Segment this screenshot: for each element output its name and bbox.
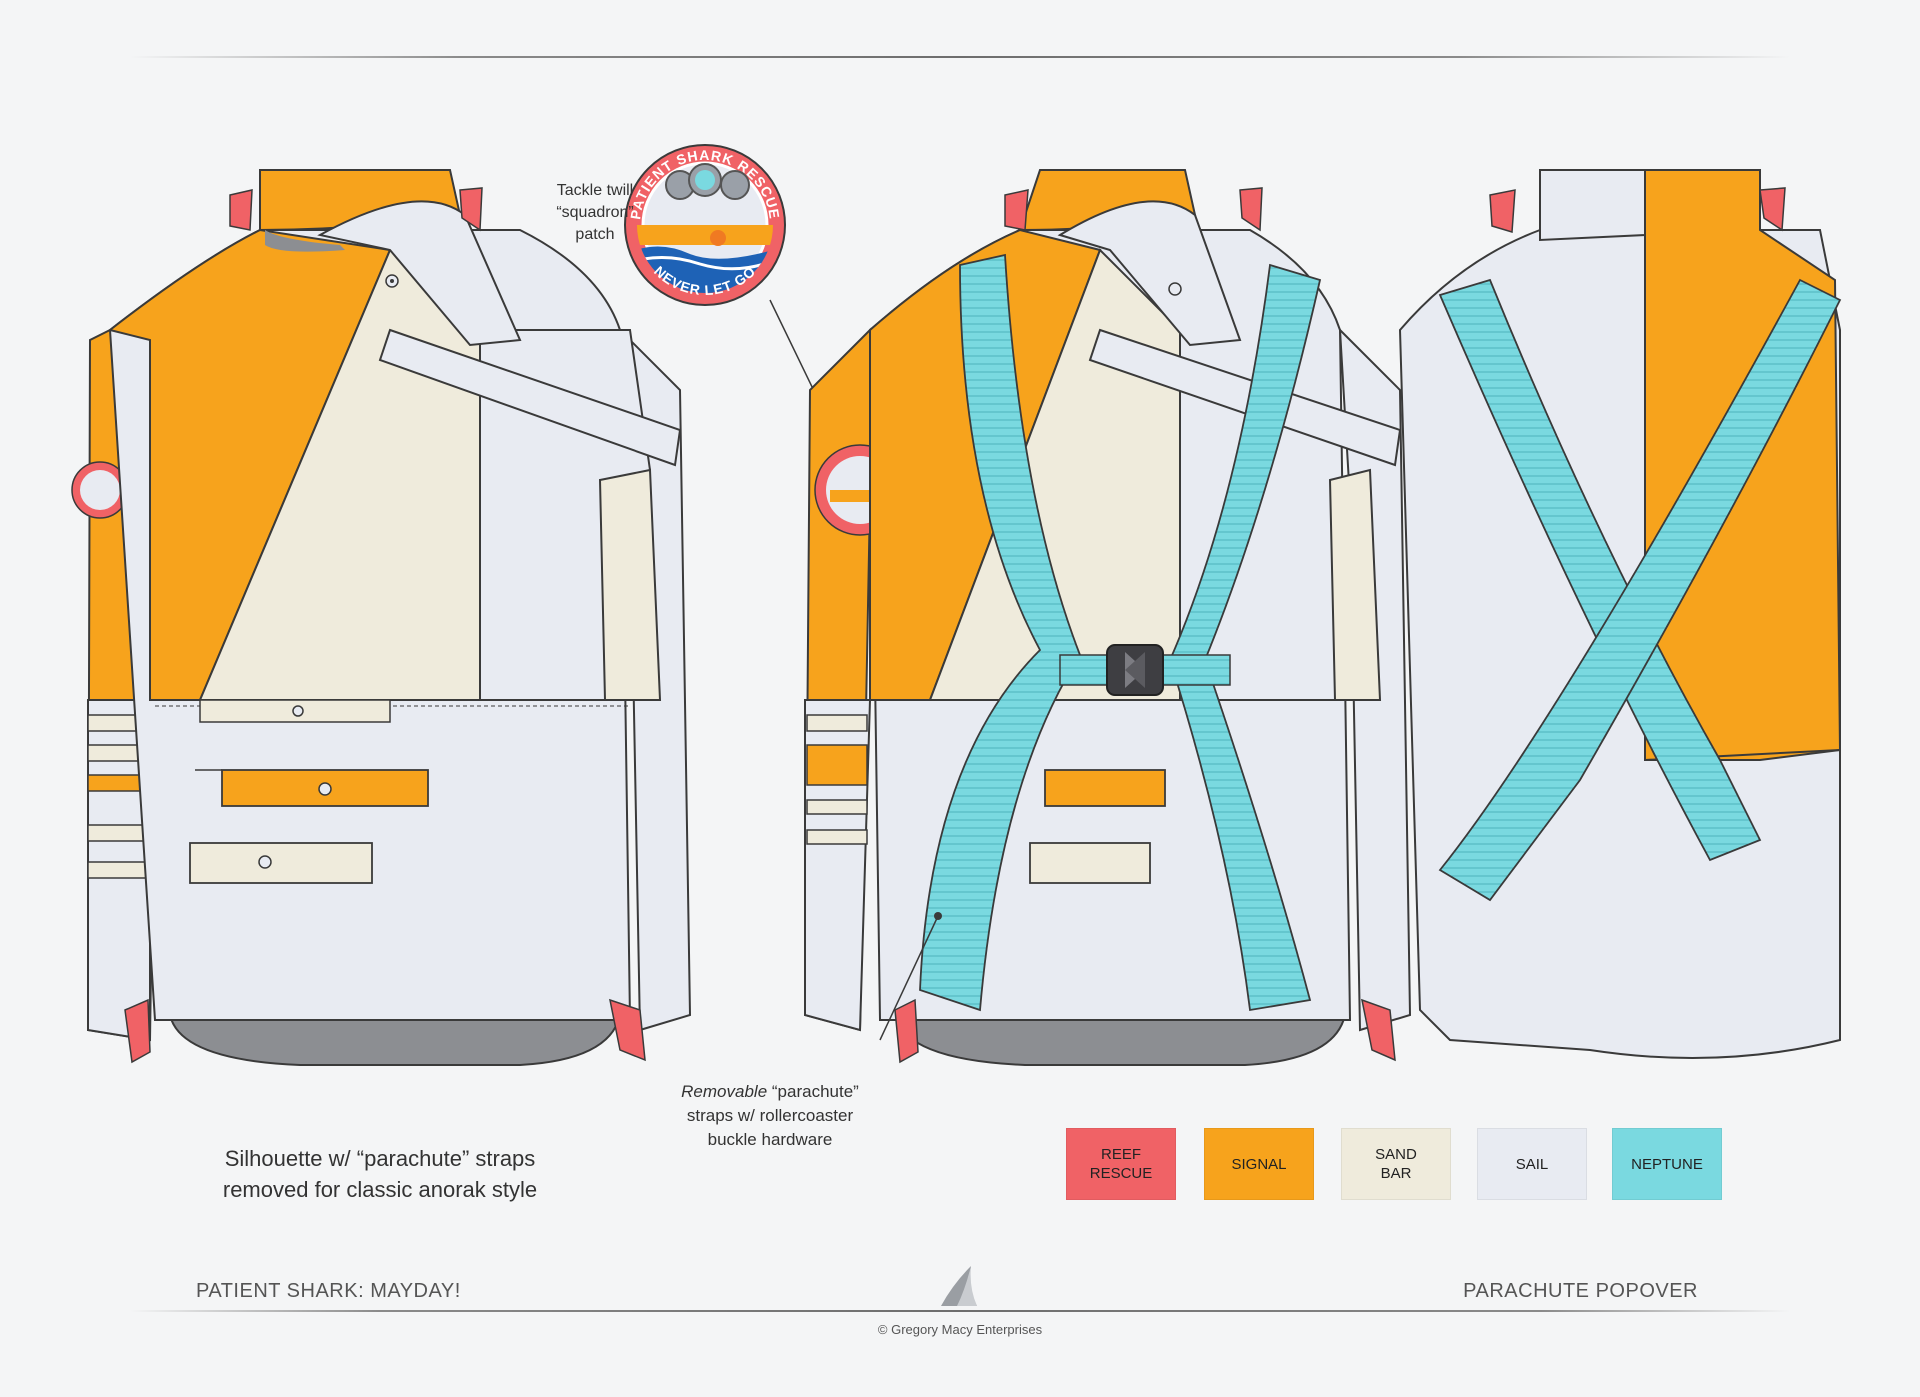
swatch-sand-bar: SAND BAR <box>1341 1128 1451 1200</box>
swatch-neptune: NEPTUNE <box>1612 1128 1722 1200</box>
right-parachute-strap <box>1169 263 1322 1012</box>
snap-button-icon <box>318 782 332 796</box>
copyright: © Gregory Macy Enterprises <box>877 1322 1043 1337</box>
swatch-label: SAND BAR <box>1375 1146 1417 1182</box>
collection-name: PATIENT SHARK: MAYDAY! <box>196 1280 461 1302</box>
front-view-straps <box>803 169 1412 1066</box>
silhouette-caption-line1: Silhouette w/ “parachute” straps <box>224 1146 536 1171</box>
straps-callout-italic: Removable <box>681 1082 768 1101</box>
snap-button-icon <box>292 705 304 717</box>
squadron-patch: PATIENT SHARK RESCUE NEVER LET GO <box>624 144 846 456</box>
silhouette-caption: Silhouette w/ “parachute” straps removed… <box>170 1143 590 1205</box>
straps-callout-line3: buckle hardware <box>707 1130 833 1149</box>
back-view <box>1398 169 1842 1059</box>
rollercoaster-buckle-icon <box>1106 644 1164 696</box>
shark-fin-icon <box>941 1266 977 1306</box>
swatch-label: REEF RESCUE <box>1089 1146 1153 1182</box>
patch-callout-line1: Tackle twill <box>556 182 634 199</box>
snap-button-icon <box>258 855 272 869</box>
swatch-reef-rescue: REEF RESCUE <box>1066 1128 1176 1200</box>
swatch-label: SIGNAL <box>1231 1155 1287 1173</box>
style-name: PARACHUTE POPOVER <box>1463 1280 1698 1302</box>
left-parachute-strap <box>919 253 1082 1012</box>
straps-callout-rest: “parachute” <box>767 1082 859 1101</box>
patch-callout-line2: “squadron” <box>556 204 634 221</box>
silhouette-caption-line2: removed for classic anorak style <box>222 1177 538 1202</box>
patch-callout: Tackle twill “squadron” patch <box>520 180 670 246</box>
collar-tip-left <box>229 189 253 231</box>
swatch-sail: SAIL <box>1477 1128 1587 1200</box>
collar-wrap <box>317 200 522 347</box>
hem-lining <box>168 1014 622 1066</box>
bottom-rule <box>130 1310 1790 1312</box>
patch-callout-line3: patch <box>575 226 615 243</box>
swatch-label: NEPTUNE <box>1631 1155 1703 1173</box>
snap-button-icon <box>1168 282 1182 296</box>
swatch-label: SAIL <box>1515 1155 1549 1173</box>
swatch-signal: SIGNAL <box>1204 1128 1314 1200</box>
straps-callout-line2: straps w/ rollercoaster <box>686 1106 854 1125</box>
front-view-anorak <box>71 169 692 1066</box>
back-strap-b <box>1438 278 1842 902</box>
straps-callout: Removable “parachute” straps w/ rollerco… <box>640 1080 900 1152</box>
collar-tip-right <box>459 187 483 232</box>
top-rule <box>130 56 1790 58</box>
sand-pocket-flap <box>189 842 373 884</box>
back-strap-a <box>1438 278 1762 862</box>
